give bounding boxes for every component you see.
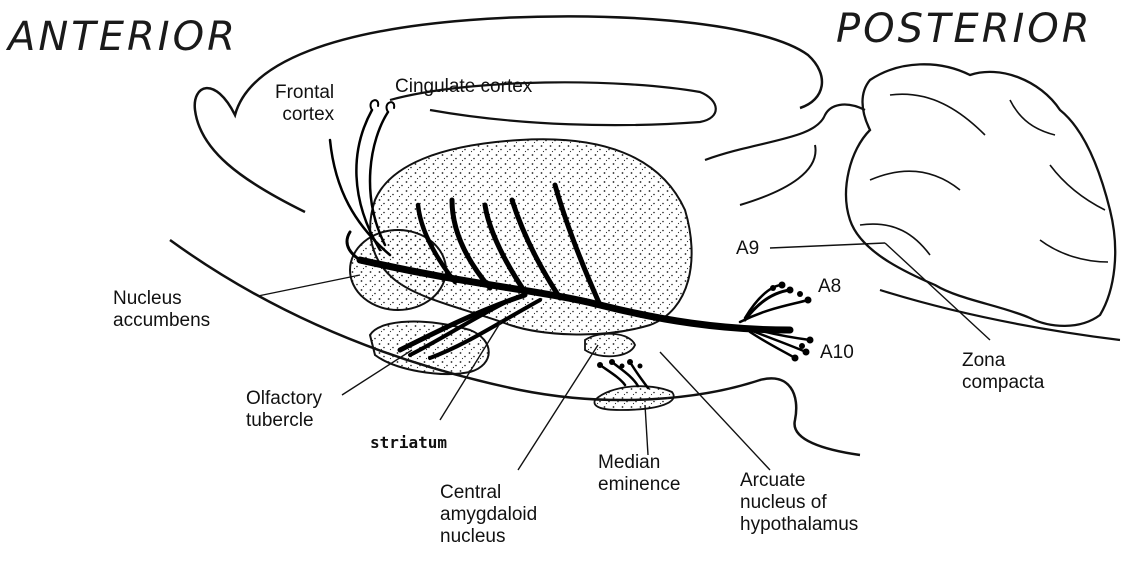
central-amygdaloid-label: Central amygdaloid nucleus [440,482,537,548]
a10-label: A10 [820,342,854,364]
frontal-cortex-label: Frontal cortex [275,82,334,126]
zona-compacta-label: Zona compacta [962,350,1044,394]
cerebellum [846,64,1115,326]
posterior-label: POSTERIOR [836,6,1093,52]
cortex-lower-arc [705,105,865,160]
cingulate-cortex-label: Cingulate cortex [395,76,532,98]
brainstem-line [880,290,1120,340]
a9-label: A9 [736,238,759,260]
olfactory-tubercle-label: Olfactory tubercle [246,388,322,432]
a8-label: A8 [818,276,841,298]
midbrain-contour [740,145,816,205]
median-eminence-label: Median eminence [598,452,680,496]
anterior-label: ANTERIOR [8,14,238,60]
nucleus-accumbens-label: Nucleus accumbens [113,288,210,332]
striatum-label: striatum [370,432,447,454]
arcuate-nucleus-label: Arcuate nucleus of hypothalamus [740,470,858,536]
median-eminence-region [594,386,673,410]
